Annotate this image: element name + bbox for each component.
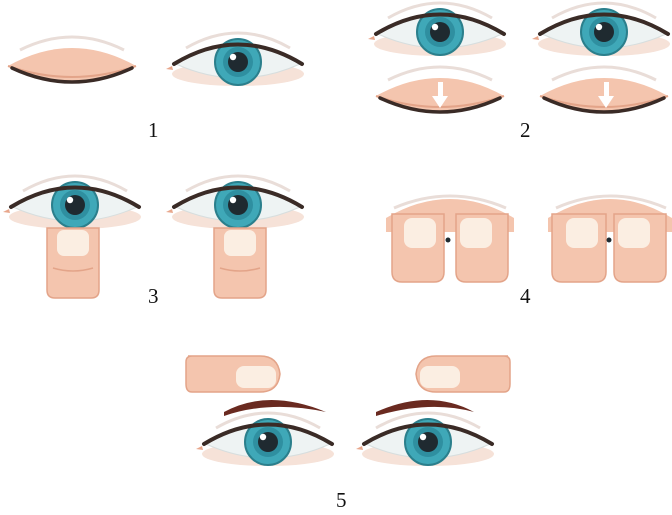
step-3-figure — [3, 176, 304, 298]
step-label-1: 1 — [148, 120, 159, 141]
step-1-figure — [8, 33, 304, 86]
finger-icon — [47, 228, 99, 298]
step-label-2: 2 — [520, 120, 531, 141]
open-eye-icon — [196, 413, 334, 466]
step-4-figure — [386, 196, 672, 282]
open-eye-icon — [166, 176, 304, 229]
finger-icon — [214, 228, 266, 298]
pressed-eye-right — [548, 196, 672, 282]
open-eye-icon — [166, 33, 304, 86]
open-eye-icon — [368, 3, 506, 56]
step-label-3: 3 — [148, 286, 159, 307]
step-label-4: 4 — [520, 286, 531, 307]
step-2-figure — [368, 3, 670, 112]
closed-eye-icon — [8, 37, 136, 82]
open-eye-icon — [3, 176, 141, 229]
open-eye-icon — [356, 413, 494, 466]
pressed-eye-left — [386, 196, 514, 282]
step-5-figure — [186, 356, 510, 466]
finger-icon — [186, 356, 280, 392]
finger-icon — [416, 356, 510, 392]
open-eye-icon — [532, 3, 670, 56]
step-label-5: 5 — [336, 490, 347, 511]
